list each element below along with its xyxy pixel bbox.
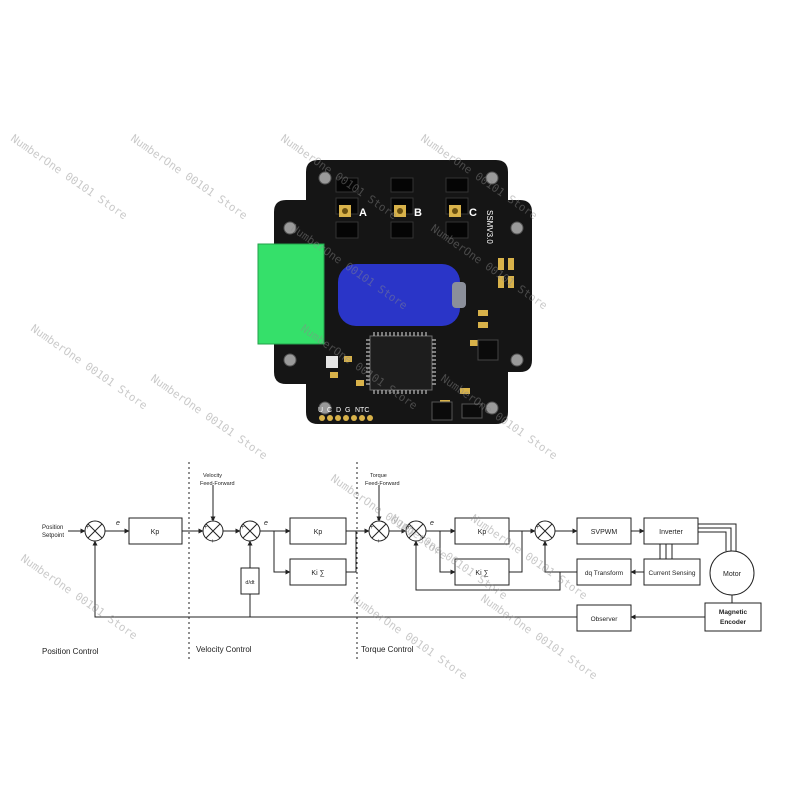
svg-text:+: + bbox=[86, 525, 90, 531]
watermark-text: NumberOne 00101 Store bbox=[18, 552, 139, 642]
pin-label-ntc: NTC bbox=[355, 407, 369, 414]
control-diagram bbox=[68, 462, 762, 660]
mosfet-group-b bbox=[390, 177, 414, 239]
pin-label-d: D bbox=[336, 407, 341, 414]
regulator-chip bbox=[477, 339, 499, 361]
svg-text:+: + bbox=[407, 525, 411, 531]
diode bbox=[461, 403, 483, 419]
svg-text:+: + bbox=[211, 518, 215, 524]
kp-block-torque bbox=[454, 517, 510, 545]
mount-hole bbox=[318, 171, 332, 185]
mount-hole bbox=[283, 353, 297, 367]
mosfet-group-a bbox=[335, 177, 359, 239]
pin-label-u: U bbox=[318, 407, 323, 414]
section-velocity-control: Velocity Control bbox=[196, 645, 252, 654]
section-position-control: Position Control bbox=[42, 647, 99, 656]
sum-junction-6 bbox=[534, 520, 556, 542]
input-velocity-ff-line2: Feed-Forward bbox=[200, 481, 235, 487]
inverter-block bbox=[643, 517, 699, 545]
svg-text:+: + bbox=[241, 525, 245, 531]
inductor bbox=[431, 401, 453, 421]
ki-label-velocity: Ki ∑ bbox=[311, 570, 324, 577]
input-torque-ff-line1: Torque bbox=[370, 473, 387, 479]
pin-header bbox=[319, 415, 373, 421]
bulk-capacitor bbox=[338, 264, 460, 326]
signal-lines bbox=[68, 485, 737, 620]
section-torque-control: Torque Control bbox=[361, 645, 414, 654]
svg-text:-: - bbox=[93, 539, 95, 545]
diagram-labels: Position Setpoint Velocity Feed-Forward … bbox=[42, 473, 747, 656]
mosfet-group-c bbox=[445, 177, 469, 239]
svg-text:+: + bbox=[370, 525, 374, 531]
svg-text:+: + bbox=[377, 518, 381, 524]
input-position-line2: Setpoint bbox=[42, 533, 64, 539]
phase-label-c: C bbox=[469, 207, 477, 219]
capacitor-end bbox=[452, 282, 466, 308]
pin-label-c: C bbox=[327, 407, 332, 414]
encoder-block bbox=[704, 602, 762, 632]
sensor-chip bbox=[326, 356, 338, 368]
mount-hole bbox=[485, 401, 499, 415]
svg-text:-: - bbox=[414, 539, 416, 545]
kp-label-velocity: Kp bbox=[314, 529, 323, 536]
svg-text:+: + bbox=[377, 539, 381, 545]
current-sensing-label: Current Sensing bbox=[649, 570, 696, 577]
svg-text:+: + bbox=[204, 525, 208, 531]
watermark-text: NumberOne 00101 Store bbox=[28, 322, 149, 412]
pin-label-g: G bbox=[345, 407, 350, 414]
mount-hole bbox=[485, 171, 499, 185]
ddt-label: d/dt bbox=[245, 580, 255, 586]
mount-hole bbox=[283, 221, 297, 235]
watermark-text: NumberOne 00101 Store bbox=[8, 132, 129, 222]
error-label-1: e bbox=[116, 520, 120, 527]
kp-block-velocity bbox=[289, 517, 347, 545]
ki-block-torque bbox=[454, 558, 510, 586]
ki-label-torque: Ki ∑ bbox=[475, 570, 488, 577]
error-label-3: e bbox=[430, 520, 434, 527]
sum-signs: +- +++ +- +++ +- +- bbox=[86, 518, 545, 545]
motor-label: Motor bbox=[723, 571, 742, 578]
input-velocity-ff-line1: Velocity bbox=[203, 473, 222, 479]
mcu-chip bbox=[369, 335, 433, 391]
kp-label-torque: Kp bbox=[478, 529, 487, 536]
encoder-label-line1: Magnetic bbox=[719, 609, 748, 616]
svg-text:-: - bbox=[248, 539, 250, 545]
kp-block-position bbox=[128, 517, 183, 545]
svg-text:-: - bbox=[543, 539, 545, 545]
inverter-label: Inverter bbox=[659, 529, 683, 536]
input-torque-ff-line2: Feed-Forward bbox=[365, 481, 400, 487]
svg-text:+: + bbox=[211, 539, 215, 545]
version-label: SSMV3.0 bbox=[485, 210, 494, 244]
encoder-label-line2: Encoder bbox=[720, 619, 746, 626]
observer-block bbox=[576, 604, 632, 632]
watermark-text: NumberOne 00101 Store bbox=[348, 592, 469, 682]
power-connector bbox=[257, 243, 325, 345]
sum-junction-4 bbox=[368, 520, 390, 542]
pcb-board: A B C SSMV3.0 bbox=[257, 160, 532, 424]
mount-hole bbox=[510, 353, 524, 367]
input-position-line1: Position bbox=[42, 525, 63, 531]
dq-transform-label: dq Transform bbox=[585, 570, 623, 577]
svg-text:+: + bbox=[536, 525, 540, 531]
kp-label-position: Kp bbox=[151, 529, 160, 536]
phase-label-a: A bbox=[359, 207, 367, 219]
watermark-text: NumberOne 00101 Store bbox=[128, 132, 249, 222]
watermark-text: NumberOne 00101 Store bbox=[148, 372, 269, 462]
sum-junction-2 bbox=[202, 520, 224, 542]
svpwm-label: SVPWM bbox=[591, 529, 618, 536]
phase-label-b: B bbox=[414, 207, 422, 219]
error-label-2: e bbox=[264, 520, 268, 527]
sum-junction-1 bbox=[84, 520, 106, 542]
mount-hole bbox=[318, 401, 332, 415]
observer-label: Observer bbox=[591, 616, 619, 623]
mount-hole bbox=[510, 221, 524, 235]
sum-junction-3 bbox=[239, 520, 261, 542]
mcu-pins bbox=[366, 332, 436, 394]
